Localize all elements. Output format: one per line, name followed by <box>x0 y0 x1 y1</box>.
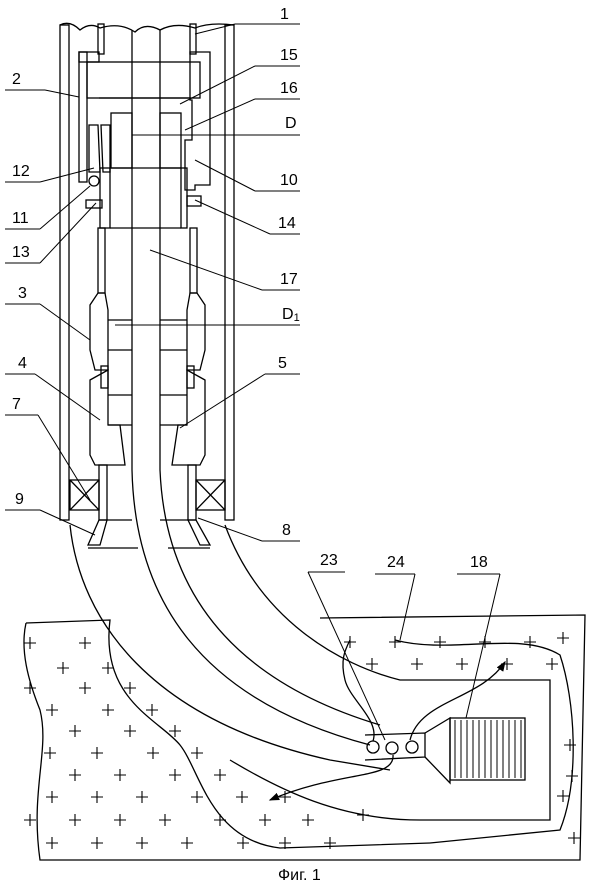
callout-3: 3 <box>18 285 27 302</box>
rock-plus-mark <box>557 790 569 802</box>
callout-15: 15 <box>280 47 298 64</box>
rock-plus-mark <box>236 791 248 803</box>
rock-plus-mark <box>46 704 58 716</box>
rock-plus-mark <box>181 837 193 849</box>
jet-tool <box>270 640 525 800</box>
rock-plus-mark <box>366 658 378 670</box>
rock-plus-mark <box>24 814 36 826</box>
rock-plus-mark <box>302 814 314 826</box>
rock-plus-mark <box>566 770 578 782</box>
rock-plus-mark <box>324 837 336 849</box>
rock-plus-mark <box>169 769 181 781</box>
rock-plus-mark <box>456 658 468 670</box>
rock-plus-mark <box>79 637 91 649</box>
rock-plus-mark <box>69 814 81 826</box>
rock-plus-mark <box>191 791 203 803</box>
rock-plus-mark <box>69 769 81 781</box>
callout-18: 18 <box>470 554 488 571</box>
callout-16: 16 <box>280 80 298 97</box>
nozzle-1 <box>367 741 379 753</box>
rock-plus-mark <box>114 769 126 781</box>
rock-plus-mark <box>434 636 446 648</box>
figure-caption: Фиг. 1 <box>278 867 321 884</box>
callout-10: 10 <box>280 172 298 189</box>
tubing-pipe <box>60 23 234 54</box>
callout-13: 13 <box>12 244 30 261</box>
rock-plus-mark <box>546 658 558 670</box>
coupling-assembly <box>90 293 300 465</box>
rock-plus-mark <box>91 791 103 803</box>
callout-11: 11 <box>12 210 29 227</box>
rock-plus-mark <box>357 809 369 821</box>
rock-plus-mark <box>237 837 249 849</box>
mid-tubing <box>98 228 197 293</box>
rock-plus-mark <box>191 747 203 759</box>
rock-plus-mark <box>24 682 36 694</box>
rock-plus-mark <box>159 814 171 826</box>
rock-plus-mark <box>259 814 271 826</box>
wellbore-curve <box>70 470 550 820</box>
rock-plus-mark <box>44 747 56 759</box>
rock-plus-mark <box>136 837 148 849</box>
callout-7: 7 <box>12 396 21 413</box>
callout-8: 8 <box>282 522 291 539</box>
rock-plus-mark <box>114 814 126 826</box>
rock-plus-mark <box>214 814 226 826</box>
callout-1: 1 <box>280 6 289 23</box>
callout-9: 9 <box>15 491 24 508</box>
callout-17: 17 <box>280 271 298 288</box>
callout-labels: 1 2 3 4 5 7 8 9 10 11 12 13 14 15 16 17 … <box>12 6 488 571</box>
callout-D: D <box>285 115 297 132</box>
packer-head <box>79 52 300 228</box>
anchor-shoe <box>70 465 225 548</box>
callout-14: 14 <box>278 215 296 232</box>
coiled-tubing <box>132 30 160 470</box>
rock-formation <box>24 615 585 860</box>
rock-plus-mark <box>124 725 136 737</box>
nozzle-3 <box>406 741 418 753</box>
rock-plus-mark <box>24 637 36 649</box>
callout-23: 23 <box>320 552 338 569</box>
rock-plus-mark <box>46 791 58 803</box>
rock-plus-mark <box>79 682 91 694</box>
rock-plus-mark <box>69 725 81 737</box>
rock-plus-mark <box>146 704 158 716</box>
rock-plus-mark <box>57 662 69 674</box>
rock-plus-mark <box>389 636 401 648</box>
rock-plus-mark <box>46 837 58 849</box>
callout-D1-letter: D <box>282 306 294 323</box>
callout-4: 4 <box>18 355 27 372</box>
rock-plus-mark <box>91 747 103 759</box>
rock-plus-mark <box>147 747 159 759</box>
rock-plus-mark <box>501 658 513 670</box>
rock-plus-mark <box>136 791 148 803</box>
rock-plus-mark <box>102 704 114 716</box>
rock-plus-mark <box>557 632 569 644</box>
rock-plus-mark <box>564 739 576 751</box>
callout-D1-subscript: 1 <box>294 312 300 324</box>
rock-plus-mark <box>91 837 103 849</box>
rock-plus-mark <box>344 636 356 648</box>
nozzle-2 <box>386 742 398 754</box>
rock-plus-mark <box>411 658 423 670</box>
callout-12: 12 <box>12 163 30 180</box>
callout-5: 5 <box>278 355 287 372</box>
callout-2: 2 <box>12 71 21 88</box>
casing-string <box>60 25 234 520</box>
callout-24: 24 <box>387 554 405 571</box>
rock-plus-mark <box>568 832 580 844</box>
callout-D1: D1 <box>282 306 300 324</box>
rock-plus-mark <box>214 769 226 781</box>
